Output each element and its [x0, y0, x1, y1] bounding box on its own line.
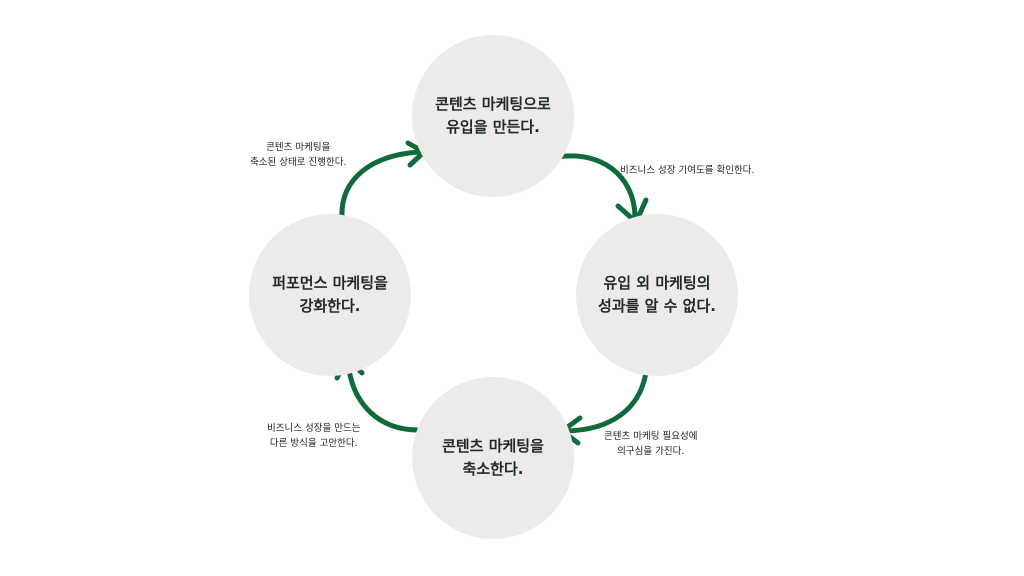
arrow-bottom-to-left	[345, 359, 421, 433]
node-right-line1: 유입 외 마케팅의	[603, 274, 711, 292]
node-top-line2: 유입을 만든다.	[446, 118, 540, 136]
node-top-line1: 콘텐츠 마케팅으로	[435, 95, 551, 113]
note-top-left-line1: 콘텐츠 마케팅을	[266, 142, 331, 153]
arrow-right-to-bottom	[563, 369, 649, 434]
note-top-right: 비즈니스 성장 기여도를 확인한다.	[620, 163, 754, 178]
note-bottom-right-line2: 의구심을 가진다.	[617, 446, 685, 457]
node-right: 유입 외 마케팅의 성과를 알 수 없다.	[576, 214, 738, 376]
note-bottom-right: 콘텐츠 마케팅 필요성에 의구심을 가진다.	[604, 429, 697, 459]
note-top-left-line2: 축소된 상태로 진행한다.	[250, 157, 347, 168]
note-top-left: 콘텐츠 마케팅을 축소된 상태로 진행한다.	[250, 140, 346, 170]
node-left-line2: 강화한다.	[299, 297, 361, 315]
note-bottom-right-line1: 콘텐츠 마케팅 필요성에	[604, 431, 698, 442]
node-left: 퍼포먼스 마케팅을 강화한다.	[249, 214, 411, 376]
arrow-left-to-top	[339, 149, 423, 221]
node-left-line1: 퍼포먼스 마케팅을	[272, 274, 388, 292]
note-bottom-left: 비즈니스 성장을 만드는 다른 방식을 고안한다.	[267, 421, 360, 451]
note-bottom-left-line1: 비즈니스 성장을 만드는	[267, 423, 361, 434]
node-bottom-line1: 콘텐츠 마케팅을	[442, 437, 544, 455]
note-top-right-line1: 비즈니스 성장 기여도를 확인한다.	[620, 165, 755, 176]
node-bottom-line2: 축소한다.	[462, 460, 524, 478]
node-top: 콘텐츠 마케팅으로 유입을 만든다.	[412, 35, 574, 197]
note-bottom-left-line2: 다른 방식을 고안한다.	[269, 438, 358, 449]
node-right-line2: 성과를 알 수 없다.	[598, 297, 716, 315]
arrow-top-to-right	[554, 153, 638, 221]
node-bottom: 콘텐츠 마케팅을 축소한다.	[412, 377, 574, 539]
